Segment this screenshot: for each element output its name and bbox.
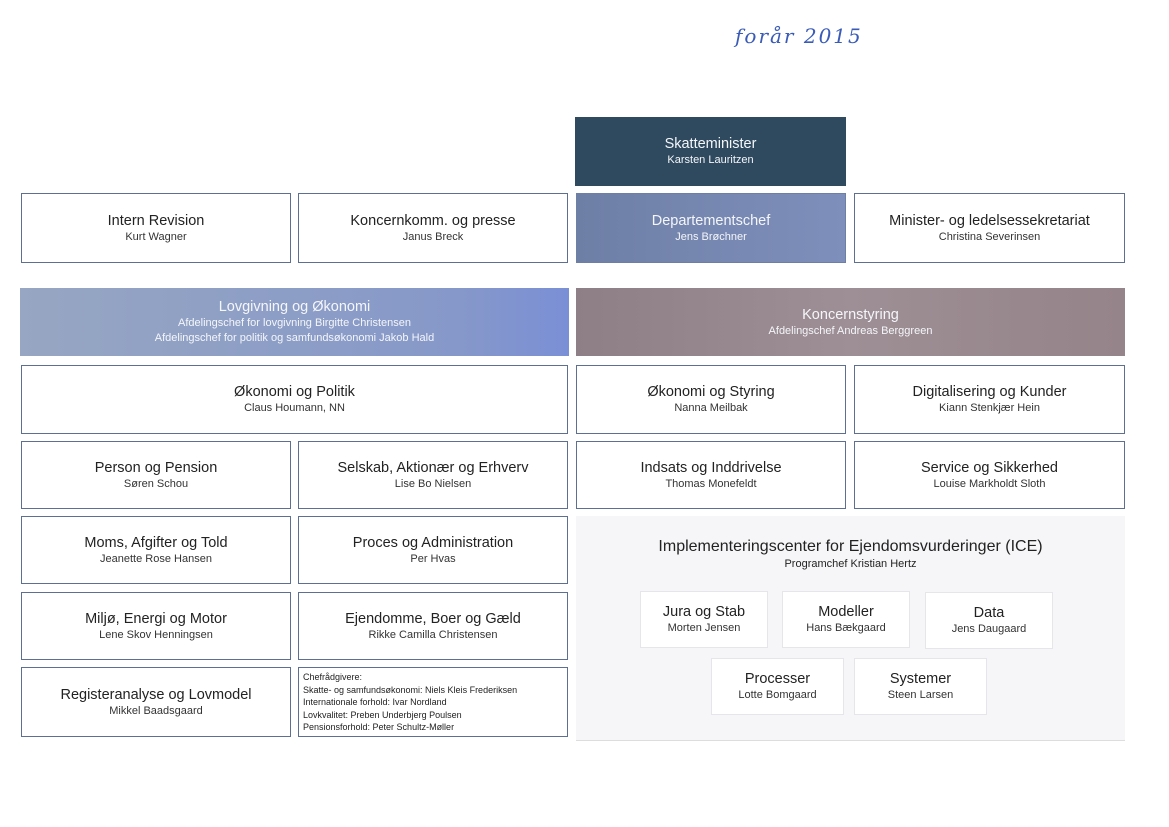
chefraadgivere-box: Chefrådgivere: Skatte- og samfundsøkonom… (298, 667, 568, 737)
unit-leader: Jens Brøchner (675, 230, 747, 243)
unit-title: Jura og Stab (662, 604, 746, 620)
unit-leader: Karsten Lauritzen (667, 154, 754, 166)
unit-leader: Kurt Wagner (125, 230, 187, 243)
unit-leader: Kiann Stenkjær Hein (939, 402, 1040, 414)
chefraadgivere-heading: Chefrådgivere: (303, 672, 363, 682)
unit-leader: Rikke Camilla Christensen (368, 628, 498, 641)
unit-leader: Afdelingschef Andreas Berggreen (768, 324, 933, 337)
unit-leader: Mikkel Baadsgaard (109, 704, 203, 717)
unit-title: Proces og Administration (352, 534, 514, 551)
ice-subtitle: Programchef Kristian Hertz (784, 558, 917, 570)
unit-title: Økonomi og Politik (234, 384, 355, 400)
handwritten-note: forår 2015 (735, 24, 863, 48)
unit-title: Miljø, Energi og Motor (85, 610, 227, 627)
unit-title: Systemer (889, 671, 952, 687)
unit-title: Koncernstyring (802, 306, 899, 323)
chefraadgivere-line: Internationale forhold: Ivar Nordland (303, 697, 447, 707)
unit-leader: Jens Daugaard (951, 623, 1027, 635)
unit-leader: Janus Breck (402, 230, 464, 243)
unit-title: Registeranalyse og Lovmodel (60, 686, 252, 703)
unit-leader: Jeanette Rose Hansen (100, 552, 212, 565)
unit-leader: Thomas Monefeldt (665, 477, 757, 490)
unit-leader: Afdelingschef for lovgivning Birgitte Ch… (178, 317, 411, 329)
unit-title: Økonomi og Styring (647, 384, 775, 400)
unit-leader: Christina Severinsen (938, 230, 1041, 243)
unit-title: Skatteminister (664, 136, 757, 152)
unit-leader: Louise Markholdt Sloth (933, 477, 1046, 490)
unit-leader: Lise Bo Nielsen (394, 477, 472, 490)
unit-leader: Lene Skov Henningsen (99, 628, 213, 641)
unit-title: Koncernkomm. og presse (350, 212, 516, 229)
unit-title: Departementschef (651, 212, 771, 229)
unit-title: Service og Sikkerhed (920, 459, 1058, 476)
ice-title: Implementeringscenter for Ejendomsvurder… (658, 538, 1043, 555)
unit-leader: Morten Jensen (667, 622, 741, 634)
unit-title: Ejendomme, Boer og Gæld (345, 610, 521, 627)
unit-title: Digitalisering og Kunder (912, 384, 1067, 400)
unit-title: Data (973, 605, 1005, 621)
unit-title: Modeller (818, 604, 874, 620)
unit-leader: Søren Schou (123, 477, 189, 490)
chefraadgivere-line: Skatte- og samfundsøkonomi: Niels Kleis … (303, 684, 518, 695)
unit-title: Person og Pension (94, 459, 218, 476)
unit-leader: Claus Houmann, NN (244, 402, 345, 414)
chefraadgivere-line: Pensionsforhold: Peter Schultz-Møller (303, 722, 455, 732)
ice-header: Implementeringscenter for Ejendomsvurder… (576, 537, 1125, 572)
unit-title: Lovgivning og Økonomi (218, 299, 371, 315)
unit-leader: Lotte Bomgaard (738, 689, 817, 701)
unit-title: Moms, Afgifter og Told (84, 534, 228, 551)
unit-title: Processer (744, 671, 811, 687)
unit-leader: Per Hvas (410, 552, 456, 565)
unit-leader: Steen Larsen (887, 689, 954, 701)
unit-leader: Afdelingschef for politik og samfundsøko… (154, 332, 435, 344)
unit-leader: Nanna Meilbak (674, 402, 748, 414)
unit-title: Selskab, Aktionær og Erhverv (337, 459, 529, 476)
unit-title: Minister- og ledelsessekretariat (889, 212, 1090, 229)
chefraadgivere-line: Lovkvalitet: Preben Underbjerg Poulsen (303, 709, 462, 720)
unit-title: Intern Revision (107, 212, 205, 229)
unit-title: Indsats og Inddrivelse (640, 459, 782, 476)
unit-leader: Hans Bækgaard (806, 622, 886, 634)
